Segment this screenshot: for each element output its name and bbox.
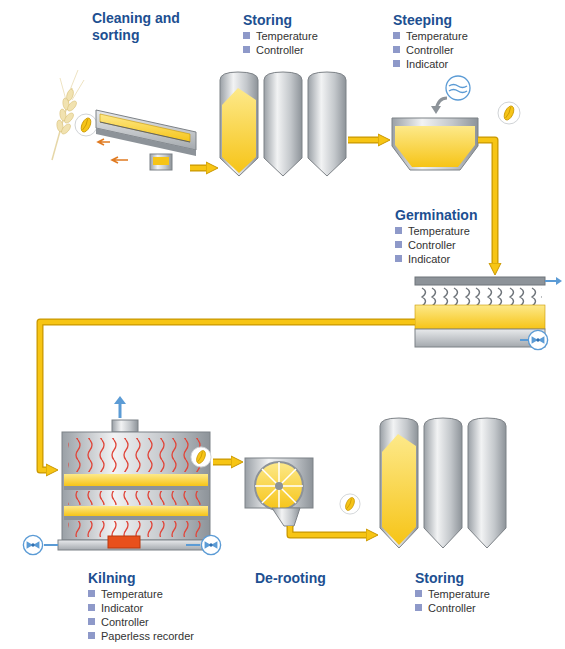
pipe-fill	[190, 166, 210, 171]
pipe-fill	[348, 138, 382, 143]
process-station: KilningTemperatureIndicatorControllerPap…	[58, 405, 213, 550]
station-label: StoringTemperatureController	[243, 12, 318, 57]
instrument-item: Temperature	[415, 587, 490, 601]
wheat-ear	[52, 70, 84, 160]
storage-silos	[220, 72, 346, 176]
flow-pipe	[348, 140, 382, 141]
station-label: SteepingTemperatureControllerIndicator	[393, 12, 468, 71]
pipe-fill	[290, 526, 370, 535]
instrument-item: Controller	[395, 238, 477, 252]
instrument-item: Paperless recorder	[88, 629, 194, 643]
pipe-fill	[478, 140, 495, 267]
grain-icon	[191, 447, 211, 467]
flow-pipe	[290, 526, 370, 535]
germination-box	[415, 277, 562, 350]
station-heading: Germination	[395, 207, 477, 224]
pipe-outline	[478, 140, 495, 267]
pipe-fill	[213, 460, 235, 465]
de-rooting-drum	[245, 458, 313, 526]
steeping-tank	[392, 76, 478, 170]
station-heading: De-rooting	[255, 570, 326, 587]
pipe-outline	[190, 165, 210, 172]
flow-pipe	[40, 322, 415, 470]
instrument-item: Temperature	[395, 224, 477, 238]
instrument-item: Indicator	[395, 252, 477, 266]
station-heading: Steeping	[393, 12, 468, 29]
instrument-item: Indicator	[88, 601, 194, 615]
instrument-item: Controller	[88, 615, 194, 629]
pipe-outline	[348, 137, 382, 144]
process-station: De-rooting	[243, 456, 313, 526]
pipe-fill	[40, 322, 415, 470]
grain-icon	[340, 494, 360, 514]
process-station: StoringTemperatureController	[218, 72, 348, 180]
instrument-item: Indicator	[393, 57, 468, 71]
instrument-item: Temperature	[393, 29, 468, 43]
instrument-item: Temperature	[243, 29, 318, 43]
station-heading: Storing	[415, 570, 490, 587]
process-station: Cleaning and sorting	[75, 95, 190, 180]
grain-icon	[498, 102, 520, 124]
flow-pipe	[213, 462, 235, 463]
instrument-item: Temperature	[88, 587, 194, 601]
instrument-item: Controller	[243, 43, 318, 57]
station-heading: Cleaning and sorting	[92, 10, 207, 44]
station-label: De-rooting	[255, 570, 326, 587]
pipe-outline	[290, 526, 370, 535]
flow-pipe	[190, 168, 210, 169]
process-station: StoringTemperatureController	[378, 418, 508, 550]
kiln	[23, 396, 220, 555]
station-heading: Storing	[243, 12, 318, 29]
instrument-item: Controller	[393, 43, 468, 57]
station-label: KilningTemperatureIndicatorControllerPap…	[88, 570, 194, 643]
storage-silos	[380, 418, 506, 548]
station-heading: Kilning	[88, 570, 194, 587]
cleaning-machine	[96, 110, 196, 170]
pipe-outline	[213, 459, 235, 466]
pipe-outline	[40, 322, 415, 470]
station-label: StoringTemperatureController	[415, 570, 490, 615]
process-station: GerminationTemperatureControllerIndicato…	[415, 275, 545, 347]
flow-pipe	[478, 140, 495, 267]
station-label: GerminationTemperatureControllerIndicato…	[395, 207, 477, 266]
process-station: SteepingTemperatureControllerIndicator	[390, 112, 478, 172]
grain-icon	[75, 114, 97, 136]
instrument-item: Controller	[415, 601, 490, 615]
station-label: Cleaning and sorting	[92, 10, 207, 44]
